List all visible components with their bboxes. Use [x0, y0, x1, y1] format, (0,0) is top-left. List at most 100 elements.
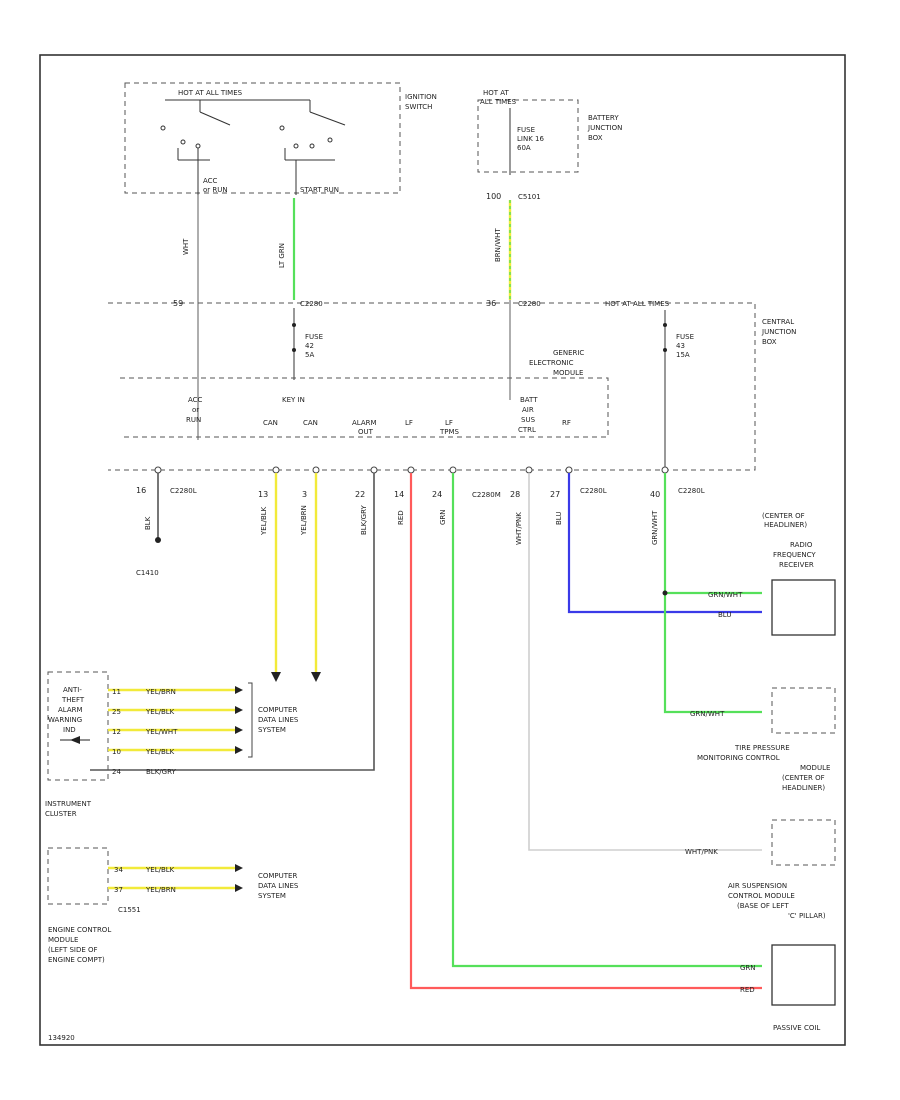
tpms-label-2: MONITORING CONTROL: [697, 754, 780, 762]
fuse-43-label-3: 15A: [676, 351, 690, 359]
batt-hot-label-2: ALL TIMES: [480, 98, 517, 106]
air-sus-label-3: (BASE OF LEFT: [737, 902, 789, 910]
pin-27: 27: [550, 490, 560, 499]
pin-59: 59: [173, 299, 183, 308]
cdl-b-label-3: SYSTEM: [258, 892, 286, 900]
wire-lf-red: [409, 473, 762, 990]
svg-text:BLK/GRY: BLK/GRY: [146, 768, 176, 776]
can-1-arrow: [271, 672, 281, 682]
svg-text:WHT/PNK: WHT/PNK: [515, 512, 523, 545]
pin-3: 3: [302, 490, 307, 499]
svg-text:BLK: BLK: [144, 516, 152, 530]
gem-label-3: MODULE: [553, 369, 583, 377]
whtpnk-label: WHT/PNK: [685, 848, 718, 856]
receiver-label-5: RECEIVER: [779, 561, 814, 569]
air-sus-label-2: CONTROL MODULE: [728, 892, 795, 900]
fuse-link-label-2: LINK 16: [517, 135, 544, 143]
pin-24: 24: [432, 490, 442, 499]
passive-coil: [771, 944, 836, 1006]
ignition-hot-label: HOT AT ALL TIMES: [178, 89, 243, 97]
gem-label-2: ELECTRONIC: [529, 359, 574, 367]
c2280-b-label: C2280: [518, 300, 541, 308]
tpms-label-4: (CENTER OF: [782, 774, 825, 782]
air-suspension-module-box: [771, 819, 836, 866]
gem-pin-acc: ACC: [188, 396, 203, 404]
cdl-b-label-1: COMPUTER: [258, 872, 297, 880]
gem-pin-lf: LF: [405, 419, 413, 427]
c5101-label: C5101: [518, 193, 541, 201]
pin-100: 100: [486, 192, 501, 201]
cjb-label-3: BOX: [762, 338, 777, 346]
can-2-arrow: [311, 672, 321, 682]
radio-frequency-receiver: [771, 579, 836, 636]
wire-air-sus: [528, 473, 762, 851]
fuse-42-label-2: 42: [305, 342, 314, 350]
gem-pin-batt: BATT: [520, 396, 538, 404]
svg-text:or: or: [192, 406, 199, 414]
fuse-42-label-3: 5A: [305, 351, 314, 359]
ecm-label-2: MODULE: [48, 936, 78, 944]
pin-28: 28: [510, 490, 520, 499]
g1410-label: C1410: [136, 569, 159, 577]
battery-junction-box: [477, 99, 579, 173]
svg-text:YEL/BRN: YEL/BRN: [300, 505, 308, 536]
svg-text:37: 37: [114, 886, 123, 894]
svg-text:11: 11: [112, 688, 121, 696]
wire-lf-tpms-green: [451, 473, 762, 968]
receiver-label-1: (CENTER OF: [762, 512, 805, 520]
gem-pin-lf-tpms: LF: [445, 419, 453, 427]
c2280-bottom-c: C2280L: [580, 487, 607, 495]
ignition-switch-label-2: SWITCH: [405, 103, 432, 111]
air-sus-label-1: AIR SUSPENSION: [728, 882, 787, 890]
svg-text:10: 10: [112, 748, 121, 756]
svg-text:SUS: SUS: [521, 416, 536, 424]
svg-text:YEL/BLK: YEL/BLK: [145, 866, 175, 874]
anti-theft-label-5: IND: [63, 726, 76, 734]
tpms-label-3: MODULE: [800, 764, 830, 772]
fuse-42-label-1: FUSE: [305, 333, 323, 341]
fuse-43-label-1: FUSE: [676, 333, 694, 341]
anti-theft-label-1: ANTI-: [63, 686, 82, 694]
ic-wire-rows: [108, 686, 243, 754]
receiver-label-3: RADIO: [790, 541, 813, 549]
svg-text:YEL/BRN: YEL/BRN: [145, 688, 176, 696]
c2280-a-label: C2280: [300, 300, 323, 308]
svg-text:YEL/BRN: YEL/BRN: [145, 886, 176, 894]
wire-rf-blue: [567, 473, 762, 614]
ignition-switch-label-1: IGNITION: [405, 93, 437, 101]
figure-id: 134920: [48, 1034, 75, 1042]
c2280-bottom-d: C2280L: [678, 487, 705, 495]
wire-cjb-grnwht: [663, 473, 762, 714]
svg-text:BLU: BLU: [555, 512, 563, 525]
start-run-label: START RUN: [300, 186, 339, 194]
ecm-label-3: (LEFT SIDE OF: [48, 946, 98, 954]
tpms-label-1: TIRE PRESSURE: [734, 744, 790, 752]
anti-theft-label-3: ALARM: [58, 706, 83, 714]
ecm-label-1: ENGINE CONTROL: [48, 926, 111, 934]
cjb-hot-label: HOT AT ALL TIMES: [605, 300, 670, 308]
red-label: RED: [740, 986, 755, 994]
svg-text:YEL/BLK: YEL/BLK: [145, 748, 175, 756]
cdl-a-label-1: COMPUTER: [258, 706, 297, 714]
c1551-label: C1551: [118, 906, 141, 914]
cjb-label-1: CENTRAL: [762, 318, 794, 326]
svg-text:OUT: OUT: [358, 428, 374, 436]
anti-theft-indicator: [60, 736, 90, 744]
gem-pin-can-2: CAN: [303, 419, 318, 427]
wire-batt-code: BRN/WHT: [494, 228, 502, 262]
svg-text:RED: RED: [397, 510, 405, 525]
grn-label: GRN: [740, 964, 756, 972]
acc-label: ACC: [203, 177, 218, 185]
engine-control-module-box: [47, 847, 109, 905]
svg-text:RUN: RUN: [186, 416, 201, 424]
c2280-bottom-a: C2280L: [170, 487, 197, 495]
instrument-cluster-box: [47, 671, 109, 781]
instrument-cluster-label-1: INSTRUMENT: [45, 800, 92, 808]
ignition-switch-contacts: [160, 100, 346, 195]
passive-coil-label: PASSIVE COIL: [773, 1024, 820, 1032]
gem-pin-can-1: CAN: [263, 419, 278, 427]
svg-text:GRN/WHT: GRN/WHT: [651, 510, 659, 545]
svg-text:CTRL: CTRL: [518, 426, 536, 434]
svg-text:GRN: GRN: [439, 509, 447, 525]
cdl-b-label-2: DATA LINES: [258, 882, 299, 890]
